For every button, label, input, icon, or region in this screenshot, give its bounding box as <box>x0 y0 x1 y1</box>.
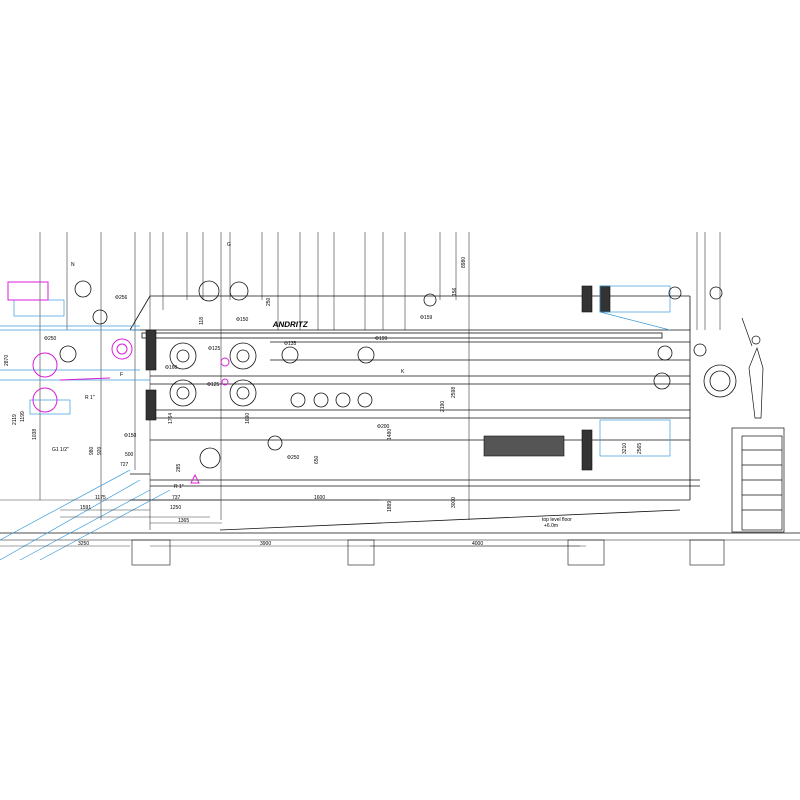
dim-500: 500 <box>125 452 134 458</box>
dia-125-b: Φ125 <box>207 382 220 388</box>
dim-1889: 1889 <box>387 501 393 512</box>
magenta-parts <box>7 281 230 484</box>
dim-1199: 1199 <box>20 411 26 422</box>
dia-250-b: Φ250 <box>287 455 300 461</box>
dim-3000: 3000 <box>451 497 457 508</box>
dia-135: Φ135 <box>284 341 297 347</box>
dim-1175: 1175 <box>95 495 106 501</box>
dim-156: 156 <box>452 287 458 296</box>
dim-980: 980 <box>89 446 95 455</box>
dimension-lines <box>0 499 586 547</box>
level-note-line-1: top level floor <box>542 517 572 523</box>
dim-3210: 3210 <box>622 443 628 454</box>
dim-727: 727 <box>120 462 129 468</box>
dim-1480: 1480 <box>387 429 393 440</box>
dim-2598: 2598 <box>451 387 457 398</box>
dia-200: Φ200 <box>377 424 390 430</box>
thread-g1-1-2: G1 1/2" <box>52 447 69 453</box>
floor-piers <box>0 539 800 566</box>
dia-150-a: Φ150 <box>236 317 249 323</box>
dim-737: 737 <box>172 495 181 501</box>
dia-199: Φ199 <box>375 336 388 342</box>
dia-159: Φ159 <box>420 315 433 321</box>
thread-r1-a: R 1" <box>85 395 95 401</box>
callout-k: K <box>401 369 405 375</box>
level-note: top level floor +6.0m <box>542 517 572 529</box>
dim-2565: 2565 <box>637 443 643 454</box>
brand-label: ANDRITZ <box>272 320 309 329</box>
dim-650: 650 <box>314 455 320 464</box>
dim-118: 118 <box>199 317 205 325</box>
dim-4000: 4000 <box>472 541 483 547</box>
dia-150-b: Φ150 <box>124 433 137 439</box>
callout-f: F <box>120 372 123 378</box>
dim-3900: 3900 <box>260 541 271 547</box>
thread-r1-b: R 1" <box>174 484 184 490</box>
thread-labels: R 1" G1 1/2" R 1" <box>52 395 184 490</box>
callout-g: G <box>227 242 231 248</box>
level-note-line-2: +6.0m <box>544 523 558 529</box>
dim-1600: 1600 <box>314 495 325 501</box>
dim-1365: 1365 <box>178 518 189 524</box>
dim-920: 920 <box>97 446 103 455</box>
dia-125-a: Φ125 <box>208 346 221 352</box>
dim-1591: 1591 <box>80 505 91 511</box>
vertical-dimension-labels: 8980 156 250 118 2870 1199 2119 1038 920… <box>4 257 643 512</box>
dim-3250: 3250 <box>78 541 89 547</box>
callout-n: N <box>71 262 75 268</box>
main-frame <box>0 295 800 534</box>
callout-labels: N G F K <box>71 242 405 378</box>
vertical-axis-lines <box>39 232 721 530</box>
dim-2190: 2190 <box>440 401 446 412</box>
dia-160: Φ160 <box>165 365 178 371</box>
columns <box>145 285 611 471</box>
diameter-labels: Φ256 Φ250 Φ150 Φ125 Φ135 Φ199 Φ159 Φ160 … <box>44 295 433 461</box>
dim-2119: 2119 <box>12 414 18 425</box>
horizontal-dimension-labels: 500 727 1175 737 1591 1250 1365 1600 325… <box>78 452 483 547</box>
operator-platform <box>731 317 785 533</box>
dim-1764: 1764 <box>168 413 174 424</box>
dim-1250: 1250 <box>170 505 181 511</box>
dia-256: Φ256 <box>115 295 128 301</box>
dim-250: 250 <box>266 297 272 306</box>
blue-feed-section <box>0 285 671 561</box>
dia-250-a: Φ250 <box>44 336 57 342</box>
dim-1038: 1038 <box>32 429 38 440</box>
dim-285: 285 <box>176 463 182 472</box>
dim-2870: 2870 <box>4 355 10 366</box>
rollers <box>59 280 737 469</box>
dim-8980: 8980 <box>461 257 467 268</box>
dim-1690: 1690 <box>245 413 251 424</box>
